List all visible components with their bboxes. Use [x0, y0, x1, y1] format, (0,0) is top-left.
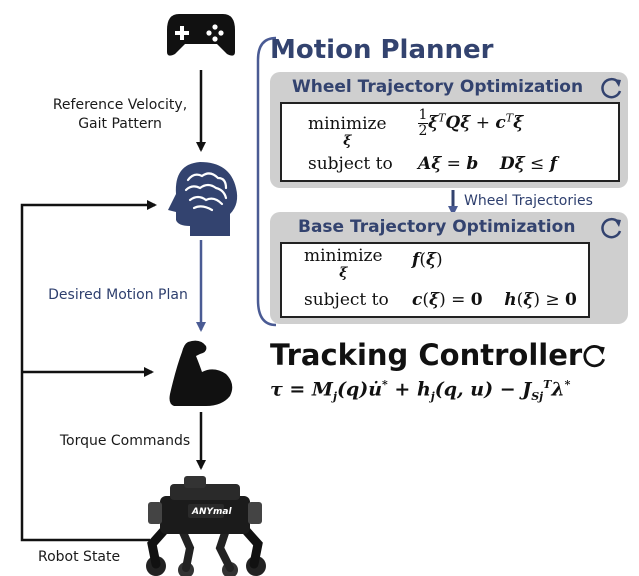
motion-planner-bracket: [256, 36, 277, 327]
base-minimize-label: minimize ξ: [304, 246, 383, 282]
robot-state-label: Robot State: [38, 549, 121, 565]
wheel-optimization-title: Wheel Trajectory Optimization: [292, 77, 584, 97]
base-constraints-formula: c(ξ) = 0 h(ξ) ≥ 0: [412, 290, 577, 310]
base-optimization-formula-box: minimize ξ f(ξ) subject to c(ξ) = 0 h(ξ)…: [280, 242, 590, 318]
motion-planner-title: Motion Planner: [270, 35, 494, 65]
wheel-constraints-formula: Aξ = b Dξ ≤ f: [418, 154, 558, 174]
refresh-icon: [601, 217, 622, 239]
torque-commands-label: Torque Commands: [59, 433, 191, 449]
desired-motion-plan-label: Desired Motion Plan: [48, 287, 188, 303]
gamepad-icon: [167, 14, 235, 56]
reference-velocity-label: Reference Velocity, Gait Pattern: [52, 97, 188, 132]
wheel-trajectory-optimization-panel: Wheel Trajectory Optimization minimize ξ…: [270, 72, 628, 188]
refresh-icon: [583, 345, 606, 368]
quadruped-robot-image: [146, 476, 266, 576]
wheel-trajectories-label: Wheel Trajectories: [464, 193, 593, 209]
tracking-controller-title: Tracking Controller: [270, 338, 583, 372]
robot-logo-text: ANYmal: [192, 507, 232, 517]
base-optimization-title: Base Trajectory Optimization: [298, 217, 576, 237]
base-subject-to-label: subject to: [304, 290, 389, 310]
brain-head-icon: [168, 162, 238, 236]
wheel-minimize-label: minimize ξ: [308, 114, 387, 150]
refresh-icon: [601, 77, 622, 99]
base-objective-formula: f(ξ): [412, 250, 443, 270]
flexed-arm-icon: [169, 340, 233, 406]
tracking-controller-equation: τ = Mj(q)u̇* + hj(q, u) − JSjTλ*: [270, 378, 571, 404]
wheel-subject-to-label: subject to: [308, 154, 393, 174]
base-trajectory-optimization-panel: Base Trajectory Optimization minimize ξ …: [270, 212, 628, 324]
